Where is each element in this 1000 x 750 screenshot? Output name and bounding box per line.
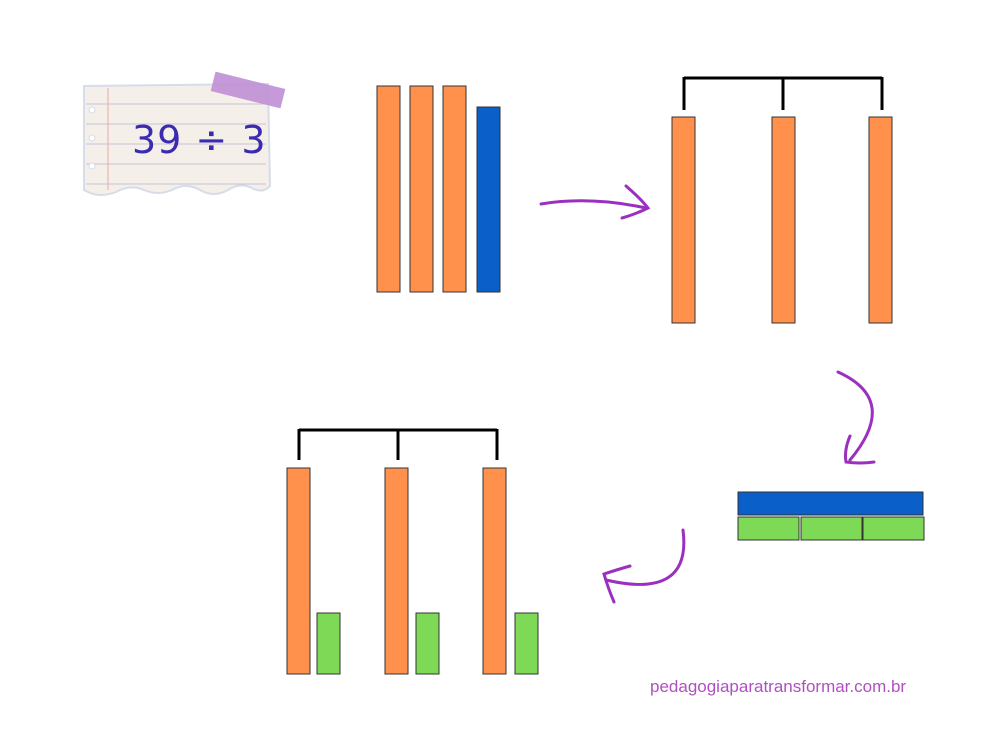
ten-rod	[409, 85, 434, 293]
ten-rod	[771, 116, 796, 324]
tape	[210, 71, 286, 109]
division-expression: 39 ÷ 3	[132, 118, 267, 162]
unit-block	[862, 516, 925, 541]
unit-block	[514, 612, 539, 675]
group-bracket	[297, 428, 499, 460]
step-initial	[376, 85, 501, 293]
ten-rod	[482, 467, 507, 675]
unit-block	[415, 612, 440, 675]
unit-block	[800, 516, 863, 541]
step-result	[286, 428, 539, 675]
exchanged-ten-rod	[476, 106, 501, 293]
step-exchange	[737, 491, 925, 541]
website-credit: pedagogiaparatransformar.com.br	[650, 677, 907, 696]
ten-rod	[671, 116, 696, 324]
exchanged-ten-bar	[737, 491, 924, 516]
group-bracket	[682, 76, 884, 110]
curved-arrow-down-icon	[836, 370, 876, 465]
unit-block	[316, 612, 341, 675]
ten-rod	[376, 85, 401, 293]
ten-rod	[384, 467, 409, 675]
curved-arrow-right-icon	[539, 184, 651, 220]
unit-block	[737, 516, 800, 541]
note-paper	[83, 82, 272, 196]
ten-rod	[286, 467, 311, 675]
ten-rod	[868, 116, 893, 324]
ten-rod	[442, 85, 467, 293]
curved-arrow-left-icon	[602, 528, 686, 604]
note-card	[83, 71, 286, 196]
step-distribute-tens	[671, 76, 893, 324]
